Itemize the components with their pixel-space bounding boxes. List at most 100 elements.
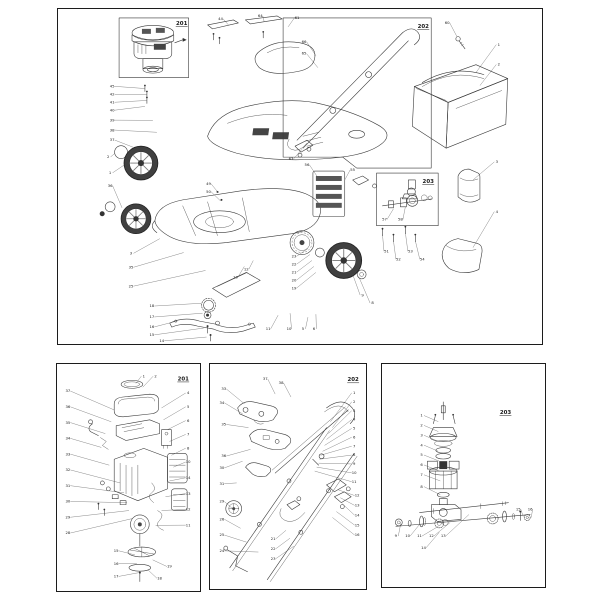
callout-number: 23 (292, 255, 297, 259)
leader-line (154, 327, 204, 336)
callout-number: 5 (353, 427, 356, 431)
callout-number: 16 (149, 325, 154, 329)
leader-line (161, 392, 186, 409)
handle-parts-drawing (223, 401, 358, 582)
leader-line (169, 477, 186, 482)
leader-line (433, 522, 451, 537)
leader-line (135, 376, 142, 384)
leader-line (415, 240, 420, 260)
bolt-part-drawing (455, 36, 466, 50)
leader-line (133, 238, 160, 254)
leader-line (398, 523, 401, 537)
leader-line (425, 532, 440, 549)
leader-line (112, 164, 125, 173)
leader-line (423, 486, 441, 495)
callout-number: 23 (271, 557, 276, 561)
callout-number: 56 (305, 163, 310, 167)
callout-number: 3 (496, 160, 499, 164)
callout-number: 7 (353, 444, 356, 448)
callout-number: 61 (295, 16, 300, 20)
callout-number: 44 (218, 17, 223, 21)
callout-number: 28 (65, 531, 70, 535)
leader-line (154, 313, 203, 318)
leader-line (314, 470, 352, 482)
handle-inset-drawing (282, 17, 432, 169)
leader-line (171, 448, 186, 456)
assembly-ref-label: 203 (423, 179, 435, 185)
callout-number: 17 (149, 315, 154, 319)
leader-line (262, 15, 265, 22)
leader-line (112, 185, 123, 208)
leader-line (226, 449, 251, 457)
leader-line (165, 493, 186, 497)
callout-number: 6 (187, 419, 190, 423)
mower-body-shell-drawing (207, 100, 388, 161)
assembly-ref-label: 203 (500, 410, 512, 416)
leader-line (445, 514, 470, 537)
callout-number: 33 (65, 452, 70, 456)
leader-line (306, 53, 319, 68)
leader-line (224, 501, 235, 511)
leader-line (296, 266, 315, 281)
leader-line (328, 410, 352, 434)
leader-line (275, 538, 291, 550)
callout-number: 16 (528, 508, 533, 512)
callout-number: 14 (186, 476, 191, 480)
callout-number: 26 (219, 517, 224, 521)
callout-number: 4 (496, 210, 499, 214)
callout-number: 11 (352, 480, 357, 484)
callout-number: 13 (186, 492, 191, 496)
leader-line (472, 211, 495, 248)
leader-line (210, 191, 221, 201)
leader-line (133, 252, 184, 268)
leader-line (316, 466, 352, 474)
leader-line (118, 572, 139, 577)
callout-number: 45 (110, 85, 115, 89)
callout-number: 13 (355, 504, 360, 508)
callout-number: 5 (187, 405, 190, 409)
leader-line (405, 232, 409, 252)
callout-number: 6 (353, 435, 356, 439)
leader-line (222, 18, 229, 26)
leader-line (382, 234, 385, 252)
callout-number: 1 (143, 374, 146, 378)
side-chute-drawing (441, 238, 483, 273)
callout-number: 6 (420, 463, 423, 467)
leader-line (224, 550, 259, 553)
callout-number: 1 (498, 43, 501, 47)
callout-number: 58 (398, 218, 403, 222)
leader-line (147, 569, 158, 579)
callout-number: 11 (186, 523, 191, 527)
leader-line (224, 402, 243, 414)
leader-line (410, 524, 420, 537)
leader-line (530, 509, 533, 518)
callout-number: 11 (417, 534, 422, 538)
callout-number: 37 (110, 138, 115, 142)
callout-number: 7 (187, 433, 190, 437)
callout-number: 65 (302, 52, 307, 56)
callout-number: 13 (441, 534, 446, 538)
callout-number: 16 (114, 562, 119, 566)
callout-number: 34 (219, 401, 224, 405)
callout-number: 40 (110, 108, 115, 112)
leader-line (475, 44, 497, 73)
callout-number: 63 (289, 157, 294, 161)
callout-number: 57 (382, 218, 387, 222)
leader-line (423, 454, 440, 462)
leader-line (226, 424, 249, 428)
callout-number: 10 (186, 460, 191, 464)
leader-line (332, 517, 355, 536)
callout-number: 2 (107, 155, 110, 159)
callout-number: 29 (219, 500, 224, 504)
callout-number: 30 (219, 466, 224, 470)
leader-line (70, 438, 102, 448)
leader-line (421, 526, 439, 537)
leader-line (70, 390, 115, 411)
callout-number: 14 (355, 513, 360, 517)
callout-number: 21 (292, 270, 297, 274)
callout-number: 19 (292, 286, 297, 290)
leader-line (114, 100, 147, 103)
